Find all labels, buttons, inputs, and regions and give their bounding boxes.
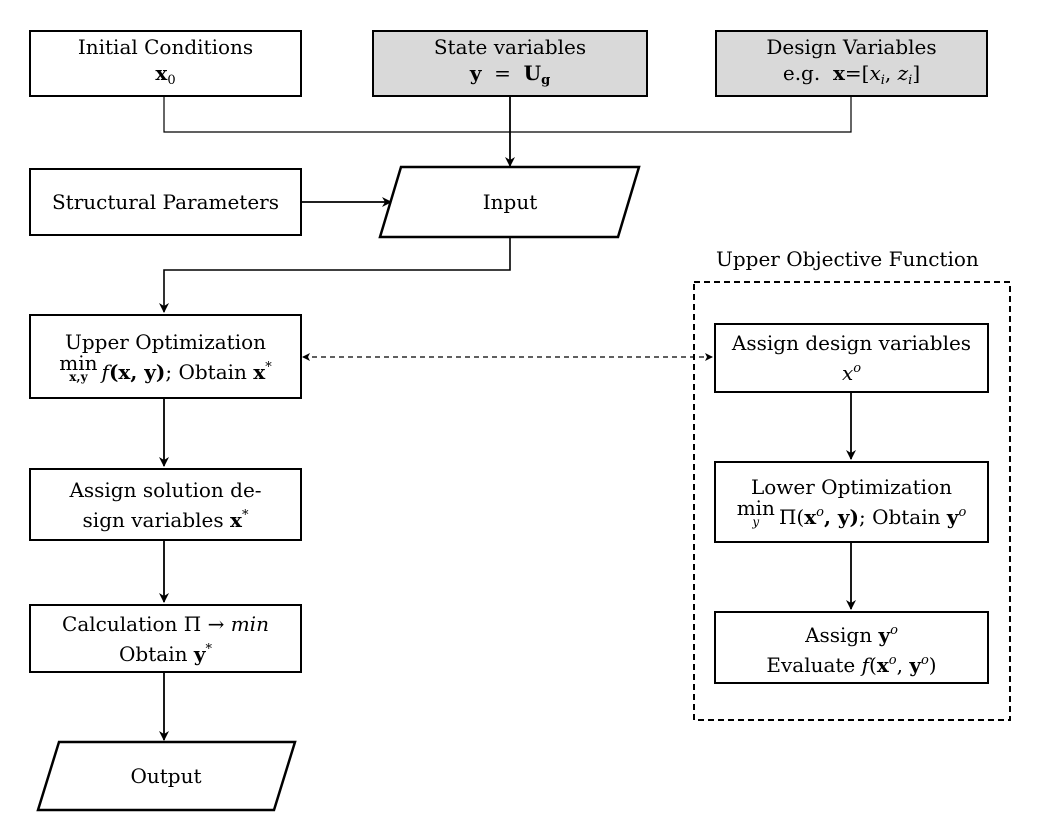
assign-design-line1: Assign design variables: [731, 331, 972, 355]
assign-y-line2: Evaluate f(xo, yo): [766, 652, 937, 677]
upper-objective-title: Upper Objective Function: [716, 247, 979, 271]
assign-y-line1: Assign yo: [805, 622, 898, 647]
initial-conditions-box: Initial Conditions x0: [29, 30, 302, 97]
assign-y-box: Assign yo Evaluate f(xo, yo): [714, 611, 989, 684]
state-variables-box: State variables y = Ug: [372, 30, 648, 97]
input-shape: [378, 165, 641, 239]
upper-objective-group: [693, 281, 1011, 721]
structural-parameters-label: Structural Parameters: [51, 190, 279, 214]
connector-design: [510, 97, 852, 133]
calculation-box: Calculation Π → min Obtain y*: [29, 604, 302, 673]
design-variables-title: Design Variables: [766, 34, 937, 59]
design-variables-box: Design Variables e.g. x=[xi, zi]: [715, 30, 988, 97]
assign-solution-line1: Assign solution de-: [69, 477, 262, 502]
initial-conditions-title: Initial Conditions: [77, 34, 254, 59]
design-variables-formula: e.g. x=[xi, zi]: [782, 60, 921, 88]
structural-parameters-box: Structural Parameters: [29, 168, 302, 236]
assign-solution-line2: sign variables x*: [82, 507, 249, 532]
state-variables-formula: y = Ug: [469, 60, 551, 88]
connector-initial: [163, 97, 510, 133]
output-shape: [36, 740, 297, 812]
upper-optimization-title: Upper Optimization: [64, 329, 267, 354]
input-label: Input: [482, 190, 538, 214]
output-label: Output: [130, 764, 202, 788]
assign-design-box: Assign design variables xo: [714, 323, 989, 393]
lower-optimization-title: Lower Optimization: [750, 475, 952, 499]
arrow-input-to-upper: [159, 237, 511, 313]
initial-conditions-formula: x0: [155, 60, 176, 88]
assign-solution-box: Assign solution de- sign variables x*: [29, 468, 302, 541]
state-variables-title: State variables: [433, 34, 587, 59]
calculation-line2: Obtain y*: [119, 641, 212, 666]
calculation-line1: Calculation Π → min: [62, 611, 269, 636]
assign-design-line2: xo: [841, 361, 862, 385]
